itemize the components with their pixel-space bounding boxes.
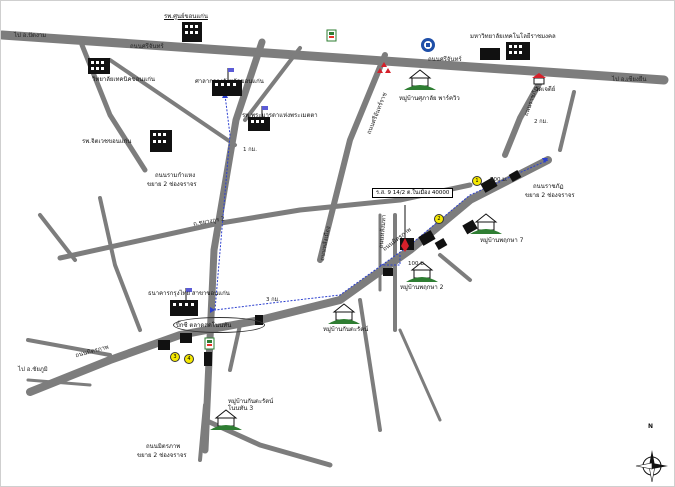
label-left-road-width-a: ถนนรามกำแหง (155, 172, 196, 179)
building-market-2 (180, 333, 192, 343)
village-mid-icon (406, 261, 438, 282)
road-far-right (558, 90, 576, 152)
road-left-branch (98, 196, 142, 332)
label-right-road-width-b: ขยาย 2 ช่องจราจร (525, 192, 575, 199)
label-left-road-width-b: ขยาย 2 ช่องจราจร (147, 181, 197, 188)
road-left-branch2 (38, 213, 77, 262)
road-diag-2 (243, 46, 302, 122)
building-diag-1 (480, 177, 498, 193)
building-ramkhamhaeng (248, 117, 270, 131)
building-lower-1 (255, 315, 263, 325)
convenience-store-icon-bottom (204, 337, 215, 350)
road-bottom-left-2 (26, 378, 92, 387)
road-bottom-right-2 (398, 328, 442, 422)
route-path (214, 94, 549, 311)
road-right-lower (438, 253, 472, 282)
temple-icon (532, 73, 546, 85)
label-village-right: หมู่บ้านศุภาลัย พาร์ควิว (399, 95, 460, 102)
marker-badge-2: 2 (434, 214, 444, 224)
compass-rose (635, 450, 668, 483)
road-bottom-mid (198, 403, 207, 462)
mitsubishi-icon (377, 62, 391, 73)
distance-3km: 3 กม. (266, 297, 280, 303)
building-diag-3 (418, 230, 436, 246)
highlight-oval-market (173, 317, 265, 333)
label-village-mid: หมู่บ้านพฤกษา 2 (400, 284, 444, 291)
road-right-vertical (502, 79, 543, 158)
building-diag-4 (434, 238, 448, 250)
label-village-center: หมู่บ้านกันตะรัตน์ (323, 326, 369, 333)
route-segment-vertical (214, 94, 231, 311)
buildings (88, 22, 530, 366)
distance-1km: 1 กม. (243, 147, 257, 153)
route-arrow-3 (210, 307, 215, 313)
fuel-station-icon (421, 38, 435, 52)
label-psych-hospital: รพ.จิตเวชขอนแก่น (82, 138, 132, 145)
route-arrow-1 (542, 158, 548, 163)
road-main-diagonal (26, 156, 552, 396)
main-road-top (0, 30, 669, 85)
label-ramkhamhaeng: รพ.พระมารดาแห่งพระเมตตา (242, 112, 318, 119)
village-bottom-icon (210, 409, 242, 430)
label-hospital-center: รพ.ศูนย์ขอนแก่น (164, 13, 208, 20)
villages (210, 69, 502, 430)
label-right-road-width-a: ถนนราชภัฏ (533, 183, 564, 190)
label-temple: วัดเจดีย์ (535, 86, 556, 93)
label-village-bottom: หมู่บ้านกันตะรัตน์ โนนทัน 3 (228, 398, 274, 412)
address-label-box: ร.ส. 9 14/2 ต.ในเมือง 40000 (372, 188, 454, 198)
distance-2km: 2 กม. (534, 119, 548, 125)
building-diag-5 (462, 219, 478, 235)
village-center-icon (328, 303, 360, 324)
label-main-road-left: ถนนศรีจันทร์ (130, 43, 164, 50)
route-segment-main (214, 159, 549, 311)
road-center-lower (358, 298, 382, 432)
distance-500m: 500 ม. (490, 177, 508, 183)
convenience-store-icon-top (326, 29, 337, 42)
building-market-1 (158, 340, 170, 350)
flag-icon-school (185, 288, 192, 300)
marker-badge-3: 3 (170, 352, 180, 362)
label-tech-college: วิทยาลัยเทคนิคขอนแก่น (92, 76, 155, 83)
building-diag-6 (383, 268, 393, 276)
road-network (0, 30, 669, 468)
compass-north-label: N (648, 423, 654, 430)
building-university-2 (480, 48, 500, 60)
road-left-vertical (201, 38, 266, 454)
road-diagonal-center (317, 52, 388, 263)
marker-badge-1: 1 (472, 176, 482, 186)
building-diag-2 (508, 170, 522, 182)
building-market-3 (204, 352, 212, 366)
label-university: มหาวิทยาลัยเทคโนโลยีราชมงคล (470, 33, 556, 40)
label-school-left: ธนาคารกรุงไทย สาขาขอนแก่น (148, 290, 230, 297)
building-tech-college (88, 58, 110, 74)
road-upper-left (108, 58, 237, 147)
flag-icon-ramkhamhaeng (261, 106, 268, 118)
label-provincial-hall: ศาลากลางจังหวัดขอนแก่น (195, 78, 264, 85)
road-bottom-left (26, 338, 112, 357)
label-to-padngam: ไป อ.ปัดงาม (14, 32, 47, 39)
label-village-ban-an: หมู่บ้านพฤกษา 7 (480, 237, 524, 244)
label-bottom-road-width-a: ถนนมิตรภาพ (146, 443, 181, 450)
label-to-chaiyaphum: ไป อ.ชัยภูมิ (18, 366, 48, 373)
label-main-road-right: ถนนศรีจันทร์ (428, 56, 462, 63)
landmark-icons (185, 29, 546, 350)
flag-icon-provincial-hall (227, 68, 234, 82)
village-ban-an-icon (470, 213, 502, 234)
distance-100m: 100 ม. (408, 261, 426, 267)
road-bottom-center (228, 323, 242, 372)
village-right-icon (404, 69, 436, 90)
label-to-chiangyuen: ไป อ.เชียงยืน (612, 76, 647, 83)
label-bottom-road-width-b: ขยาย 2 ช่องจราจร (137, 452, 187, 459)
building-left-school (170, 300, 198, 316)
marker-badge-4: 4 (184, 354, 194, 364)
target-pin-icon (401, 205, 409, 252)
